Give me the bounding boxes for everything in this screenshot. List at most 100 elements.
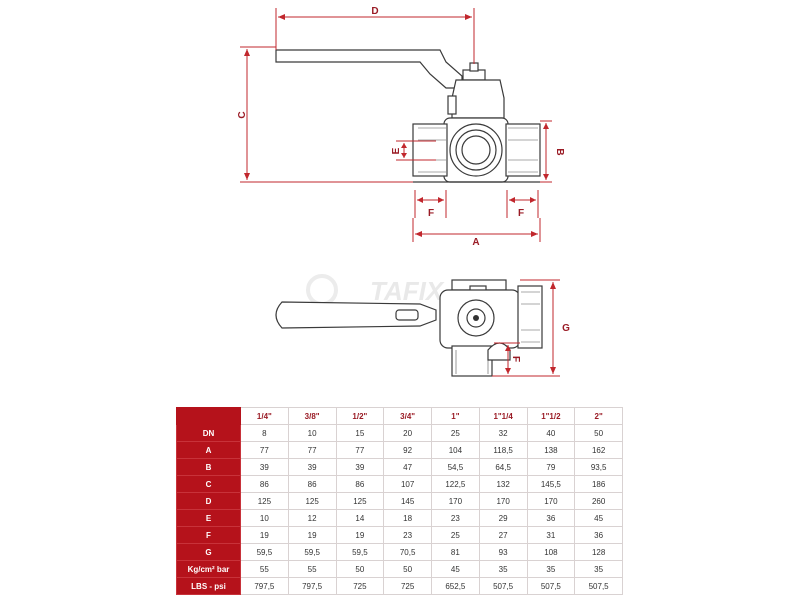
row-label: D: [176, 492, 241, 510]
table-cell: 652,5: [431, 577, 480, 595]
table-cell: 725: [335, 577, 385, 595]
table-cell: 10: [287, 424, 337, 442]
side-bottom-port: [451, 345, 493, 377]
table-cell: 93: [478, 543, 528, 561]
table-cell: 19: [287, 526, 337, 544]
table-row: DN 8 10 15 20 25 32 40 50: [176, 424, 623, 442]
size-header: 1": [431, 407, 480, 425]
table-cell: 39: [240, 458, 289, 476]
table-row: F 19 19 19 23 25 27 31 36: [176, 526, 623, 544]
dimension-F-right: F: [506, 190, 539, 219]
table-row: G 59,5 59,5 59,5 70,5 81 93 108 128: [176, 543, 623, 561]
table-cell: 170: [478, 492, 528, 510]
table-row: Kg/cm² bar 55 55 50 50 45 35 35 35: [176, 560, 623, 578]
table-cell: 40: [526, 424, 576, 442]
size-header: 1"1/2: [526, 407, 576, 425]
technical-drawing: D C B E F F: [237, 6, 570, 377]
table-cell: 107: [383, 475, 432, 493]
watermark-logo-mark: [306, 274, 338, 306]
table-cell: 35: [526, 560, 576, 578]
port-inner: [461, 135, 491, 165]
table-cell: 19: [335, 526, 385, 544]
table-row: LBS - psi 797,5 797,5 725 725 652,5 507,…: [176, 577, 623, 595]
dim-label-G: G: [562, 323, 570, 334]
table-cell: 92: [383, 441, 432, 459]
table-cell: 23: [383, 526, 432, 544]
table-cell: 50: [383, 560, 432, 578]
table-cell: 39: [335, 458, 385, 476]
dim-label-D: D: [371, 6, 378, 17]
front-view: [275, 49, 541, 183]
table-cell: 86: [240, 475, 289, 493]
table-header-row: 1/4" 3/8" 1/2" 3/4" 1" 1"1/4 1"1/2 2": [176, 407, 623, 425]
dim-label-B: B: [554, 148, 565, 155]
table-cell: 25: [431, 424, 480, 442]
size-header: 1/2": [335, 407, 385, 425]
table-cell: 36: [526, 509, 576, 527]
dimension-F-left: F: [414, 190, 447, 219]
table-cell: 70,5: [383, 543, 432, 561]
side-lever-handle: [275, 301, 437, 329]
side-right-port: [517, 285, 543, 349]
table-cell: 55: [287, 560, 337, 578]
table-cell: 31: [526, 526, 576, 544]
table-cell: 125: [287, 492, 337, 510]
right-end: [505, 123, 541, 177]
table-cell: 36: [574, 526, 623, 544]
table-cell: 797,5: [240, 577, 289, 595]
dimensions-table: 1/4" 3/8" 1/2" 3/4" 1" 1"1/4 1"1/2 2" DN…: [176, 407, 623, 595]
size-header: 3/4": [383, 407, 432, 425]
table-cell: 108: [526, 543, 576, 561]
table-cell: 27: [478, 526, 528, 544]
dim-label-C: C: [237, 111, 248, 118]
table-cell: 55: [240, 560, 289, 578]
table-cell: 125: [335, 492, 385, 510]
row-label: B: [176, 458, 241, 476]
table-cell: 122,5: [431, 475, 480, 493]
table-row: A 77 77 77 92 104 118,5 138 162: [176, 441, 623, 459]
side-lever-tab: [395, 309, 419, 321]
side-view: [275, 279, 543, 377]
dimension-A: A: [412, 218, 541, 248]
table-cell: 19: [240, 526, 289, 544]
table-cell: 25: [431, 526, 480, 544]
table-cell: 12: [287, 509, 337, 527]
table-cell: 77: [287, 441, 337, 459]
table-cell: 79: [526, 458, 576, 476]
row-label: E: [176, 509, 241, 527]
table-cell: 32: [478, 424, 528, 442]
table-cell: 725: [383, 577, 432, 595]
table-cell: 77: [240, 441, 289, 459]
row-label: Kg/cm² bar: [176, 560, 241, 578]
table-cell: 81: [431, 543, 480, 561]
table-cell: 15: [335, 424, 385, 442]
size-header: 3/8": [287, 407, 337, 425]
table-cell: 86: [287, 475, 337, 493]
table-cell: 14: [335, 509, 385, 527]
table-cell: 186: [574, 475, 623, 493]
table-cell: 29: [478, 509, 528, 527]
table-cell: 125: [240, 492, 289, 510]
size-header: 2": [574, 407, 623, 425]
dimension-D: D: [275, 6, 475, 64]
table-cell: 59,5: [335, 543, 385, 561]
left-end: [412, 123, 448, 177]
table-cell: 170: [526, 492, 576, 510]
table-cell: 797,5: [287, 577, 337, 595]
table-cell: 45: [574, 509, 623, 527]
table-row: B 39 39 39 47 54,5 64,5 79 93,5: [176, 458, 623, 476]
bonnet: [451, 79, 505, 119]
dimension-F-side: F: [494, 342, 521, 377]
table-cell: 23: [431, 509, 480, 527]
dim-label-A: A: [472, 237, 479, 248]
table-cell: 77: [335, 441, 385, 459]
table-cell: 104: [431, 441, 480, 459]
side-port-dot: [473, 315, 479, 321]
table-cell: 35: [478, 560, 528, 578]
table-cell: 50: [335, 560, 385, 578]
table-cell: 145,5: [526, 475, 576, 493]
watermark-logo: TAFIX: [370, 276, 445, 306]
dimension-B: B: [540, 120, 565, 183]
table-cell: 20: [383, 424, 432, 442]
lever-handle: [275, 49, 463, 89]
